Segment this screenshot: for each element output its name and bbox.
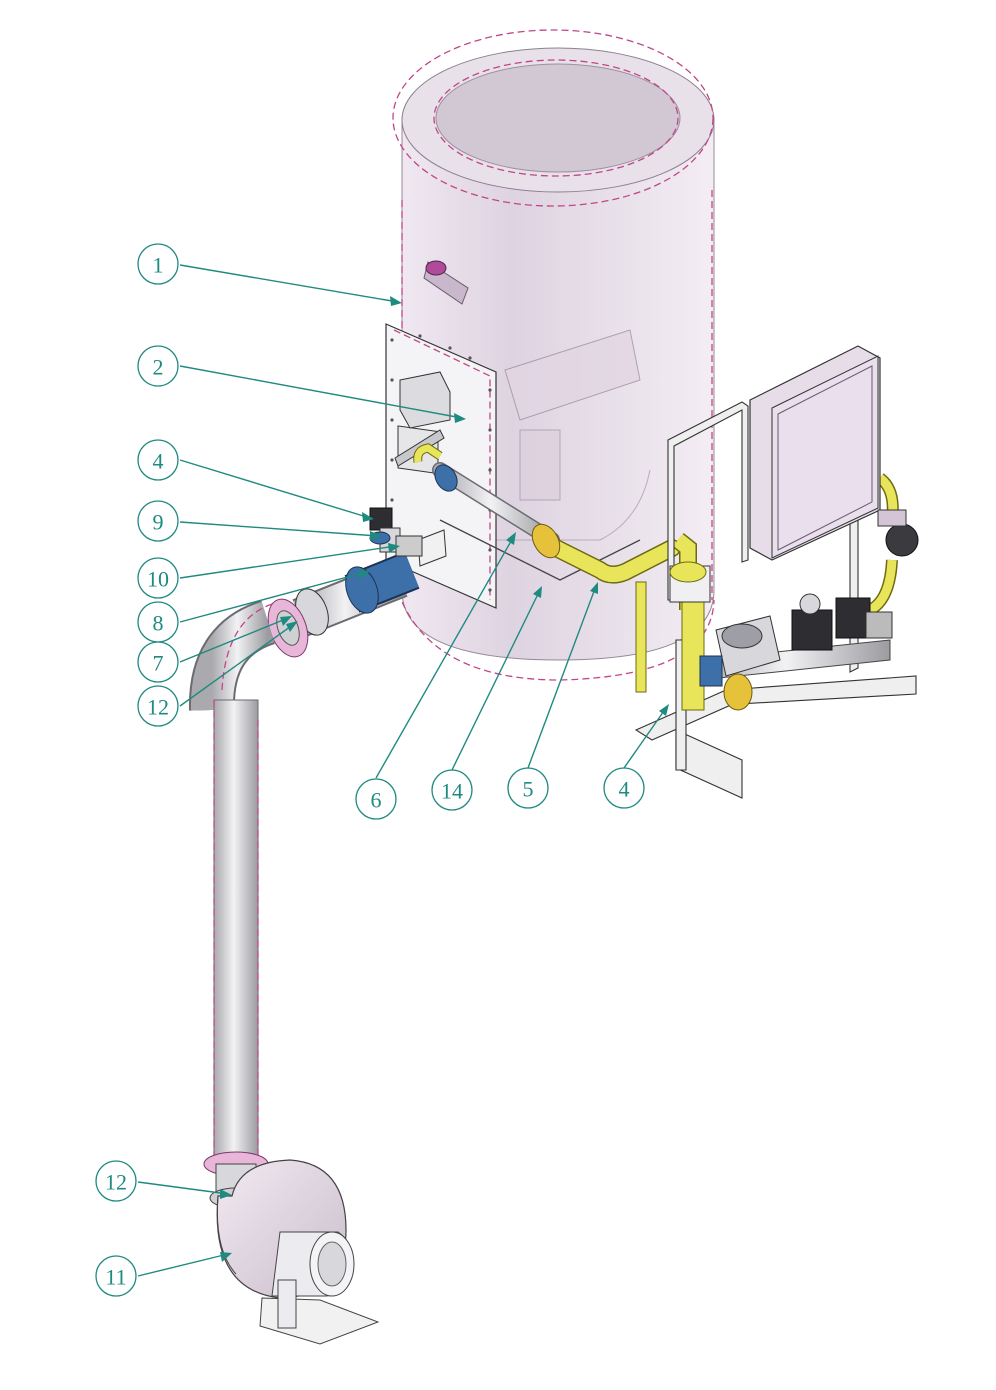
air-damper-actuator (369, 507, 447, 567)
callout-11: 11 (95, 1255, 137, 1297)
callout-12-lower: 12 (95, 1160, 137, 1202)
callout-12-upper: 12 (137, 685, 179, 727)
callout-6: 6 (355, 778, 397, 820)
gas-train-skid (634, 345, 919, 799)
air-duct (188, 551, 420, 1209)
callout-label: 1 (153, 253, 164, 278)
callout-label: 7 (153, 651, 164, 676)
callout-label: 5 (523, 777, 534, 802)
pilot-gas-line (413, 443, 641, 581)
callout-label: 4 (619, 777, 630, 802)
callout-label: 8 (153, 611, 164, 636)
callout-label: 4 (153, 449, 164, 474)
callout-label: 10 (147, 567, 169, 592)
callout-label: 12 (105, 1170, 127, 1195)
callout-label: 6 (371, 788, 382, 813)
callout-10: 10 (137, 557, 179, 599)
callout-label: 11 (105, 1265, 126, 1290)
callout-9: 9 (137, 500, 179, 542)
callout-label: 9 (153, 510, 164, 535)
callout-14: 14 (431, 769, 473, 811)
callout-8: 8 (137, 601, 179, 643)
callout-label: 14 (441, 779, 463, 804)
callout-1: 1 (137, 243, 179, 285)
control-cabinet (749, 345, 881, 561)
callout-label: 12 (147, 695, 169, 720)
combustion-air-blower (216, 1159, 380, 1345)
callout-5: 5 (507, 767, 549, 809)
callout-2: 2 (137, 345, 179, 387)
callout-7: 7 (137, 641, 179, 683)
callout-leaders (137, 264, 669, 1277)
sight-port (423, 260, 469, 305)
callout-4-upper: 4 (137, 439, 179, 481)
callout-4-lower: 4 (603, 767, 645, 809)
callout-label: 2 (153, 355, 164, 380)
